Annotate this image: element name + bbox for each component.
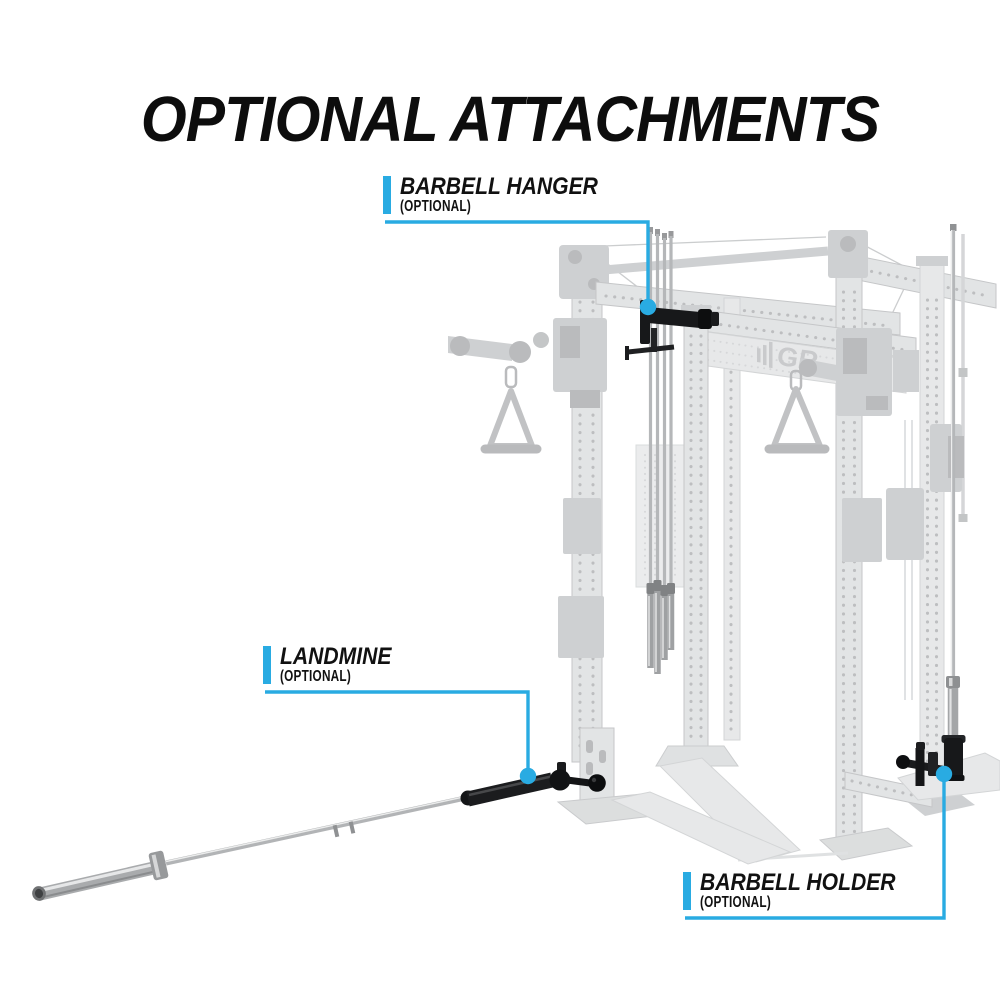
triangle-handle-left	[487, 388, 535, 449]
callout-sublabel: (OPTIONAL)	[400, 198, 471, 215]
rear-top-beam	[603, 246, 829, 275]
accent-bar	[683, 872, 691, 910]
front-left-upright	[683, 311, 709, 747]
holder-connector-line	[685, 780, 946, 920]
hanger-connector-line	[385, 220, 650, 302]
callout-connectors	[265, 220, 953, 920]
callout-sublabel: (OPTIONAL)	[280, 668, 351, 685]
landmine-connector-dot	[519, 767, 537, 785]
holder-connector-dot	[935, 765, 953, 783]
left-bracket	[558, 596, 604, 658]
carabiner	[504, 365, 518, 389]
page-title: OPTIONAL ATTACHMENTS	[140, 83, 880, 155]
callout-label: BARBELL HOLDER	[700, 869, 896, 896]
cable	[603, 236, 827, 247]
callout-barbell-holder: BARBELL HOLDER (OPTIONAL)	[683, 869, 922, 911]
landmine-attachment	[32, 762, 606, 901]
right-pulley-housing	[828, 230, 868, 278]
callout-barbell-hanger: BARBELL HANGER (OPTIONAL)	[383, 173, 625, 215]
barbell-holder-attachment	[896, 224, 966, 786]
hanging-barbells	[646, 227, 675, 674]
stored-vertical-barbell	[946, 224, 960, 740]
landmine-connector-line	[265, 690, 530, 770]
accent-bar	[383, 176, 391, 214]
barbell-hanger-attachment	[625, 227, 719, 674]
triangle-handle-right	[771, 386, 823, 449]
ghost-rack: GR	[448, 230, 1000, 865]
landmine-sleeve	[460, 762, 606, 807]
hanger-connector-dot	[639, 298, 657, 316]
left-trolley-lower	[563, 498, 601, 554]
accent-bar	[263, 646, 271, 684]
landmine-barbell	[32, 794, 471, 901]
front-left-foot	[655, 745, 739, 767]
callout-sublabel: (OPTIONAL)	[700, 894, 771, 911]
callout-label: LANDMINE	[280, 643, 392, 670]
callout-label: BARBELL HANGER	[400, 173, 598, 200]
callout-landmine: LANDMINE (OPTIONAL)	[263, 643, 407, 685]
